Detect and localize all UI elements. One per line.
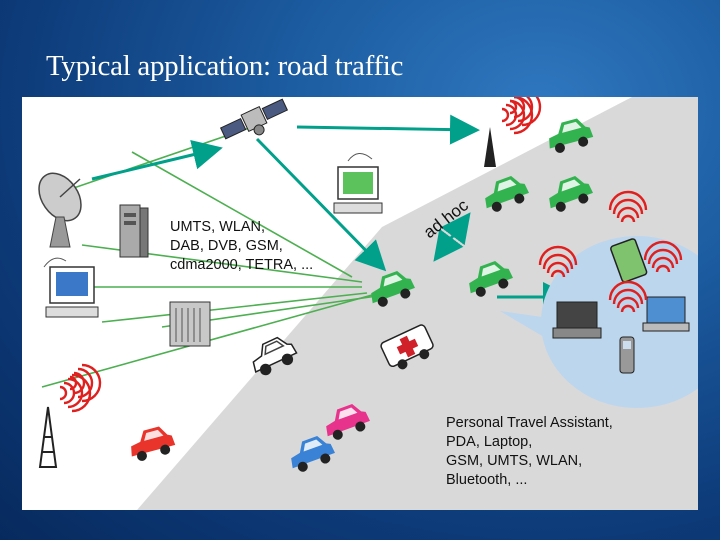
laptop-icon	[553, 302, 601, 338]
satellite-dish-icon	[30, 165, 89, 247]
slide-title: Typical application: road traffic	[46, 50, 403, 83]
desktop-computer-icon	[44, 258, 98, 317]
tech-line: UMTS, WLAN,	[170, 218, 313, 237]
pta-line: Personal Travel Assistant,	[446, 414, 613, 433]
satellite-icon	[219, 97, 292, 149]
diagram-panel: UMTS, WLAN, DAB, DVB, GSM, cdma2000, TET…	[22, 97, 698, 510]
radio-tower-icon	[40, 365, 100, 467]
laptop-icon	[643, 297, 689, 331]
network-technologies-label: UMTS, WLAN, DAB, DVB, GSM, cdma2000, TET…	[170, 218, 313, 275]
tech-line: cdma2000, TETRA, ...	[170, 256, 313, 275]
pta-line: Bluetooth, ...	[446, 471, 613, 490]
server-rack-icon	[170, 302, 210, 346]
tech-line: DAB, DVB, GSM,	[170, 237, 313, 256]
pta-line: PDA, Laptop,	[446, 433, 613, 452]
personal-travel-assistant-label: Personal Travel Assistant, PDA, Laptop, …	[446, 414, 613, 490]
mobile-phone-icon	[620, 337, 634, 373]
pta-line: GSM, UMTS, WLAN,	[446, 452, 613, 471]
server-icon	[120, 205, 148, 257]
car-icon	[126, 424, 177, 464]
desktop-computer-icon	[334, 153, 382, 213]
